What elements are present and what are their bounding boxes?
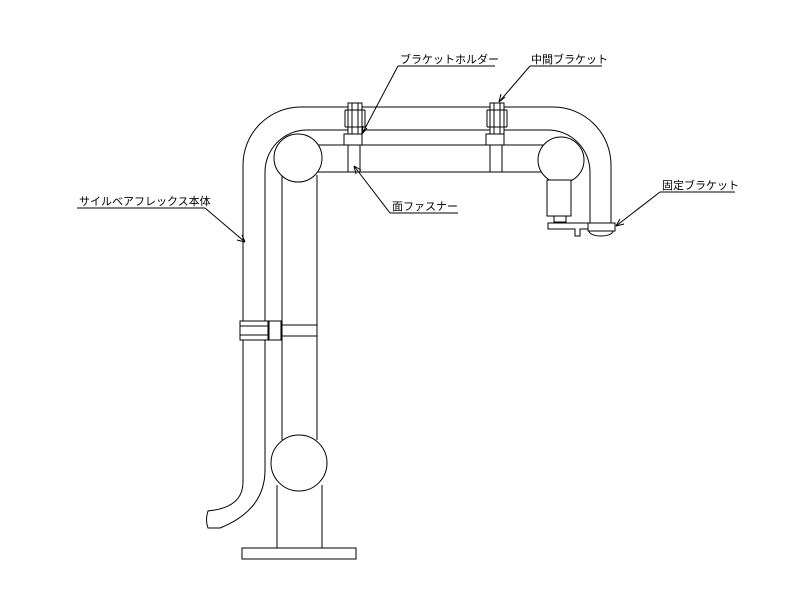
joint-lower bbox=[270, 434, 328, 492]
elbow-joint-top-left bbox=[273, 133, 323, 183]
elbow-joint-top-right bbox=[537, 136, 585, 184]
label-face-fastener: 面ファスナー bbox=[392, 200, 458, 213]
label-bracket-holder: ブラケットホルダー bbox=[400, 52, 499, 66]
middle-bracket bbox=[485, 102, 508, 172]
label-main-body: サイルベアフレックス本体 bbox=[79, 194, 211, 208]
leaders bbox=[77, 65, 735, 243]
base-plate bbox=[241, 547, 357, 560]
flex-hose-body bbox=[206, 106, 612, 529]
side-bracket bbox=[239, 320, 318, 341]
right-drop-assembly bbox=[546, 179, 616, 237]
label-fixed-bracket: 固定ブラケット bbox=[662, 178, 739, 192]
bracket-holder-left bbox=[343, 102, 366, 172]
label-middle-bracket: 中間ブラケット bbox=[531, 52, 608, 66]
